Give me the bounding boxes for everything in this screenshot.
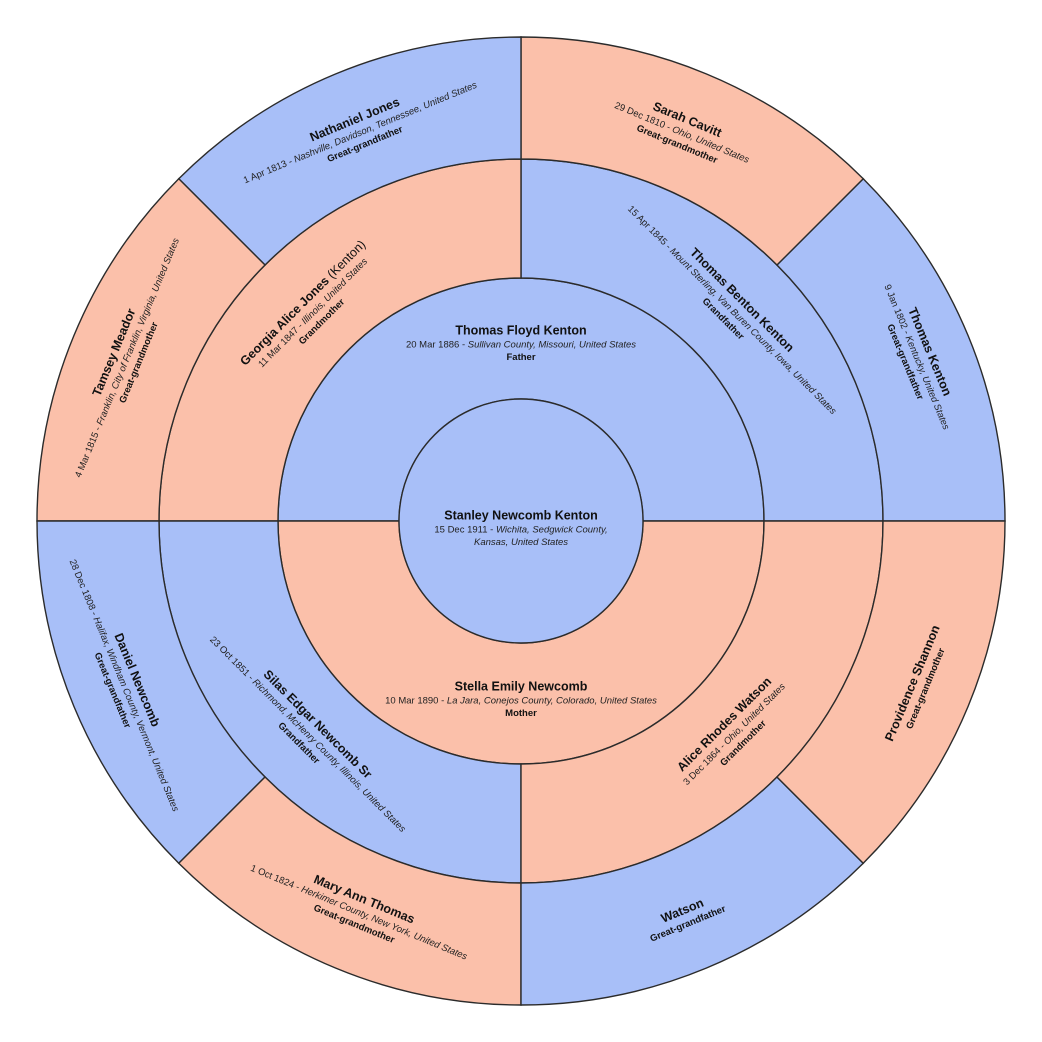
person-name: Thomas Floyd Kenton — [455, 324, 586, 338]
birth-info: 15 Dec 1911 - Wichita, Sedgwick County, — [434, 525, 607, 536]
label-mother: Stella Emily Newcomb 10 Mar 1890 - La Jar… — [385, 680, 657, 720]
label-root: Stanley Newcomb Kenton 15 Dec 1911 - Wich… — [434, 509, 607, 549]
birth-info: 20 Mar 1886 - Sullivan County, Missouri,… — [406, 340, 636, 351]
relationship: Mother — [505, 708, 537, 719]
segment-ggm3[interactable] — [775, 520, 1006, 865]
person-name: Stella Emily Newcomb — [455, 680, 588, 694]
relationship: Father — [506, 352, 535, 363]
birth-info-cont: Kansas, United States — [474, 537, 568, 548]
birth-info: 10 Mar 1890 - La Jara, Conejos County, C… — [385, 696, 657, 707]
label-father: Thomas Floyd Kenton 20 Mar 1886 - Sulliva… — [406, 324, 636, 364]
segment-root[interactable] — [398, 398, 644, 644]
person-name: Stanley Newcomb Kenton — [444, 509, 598, 523]
